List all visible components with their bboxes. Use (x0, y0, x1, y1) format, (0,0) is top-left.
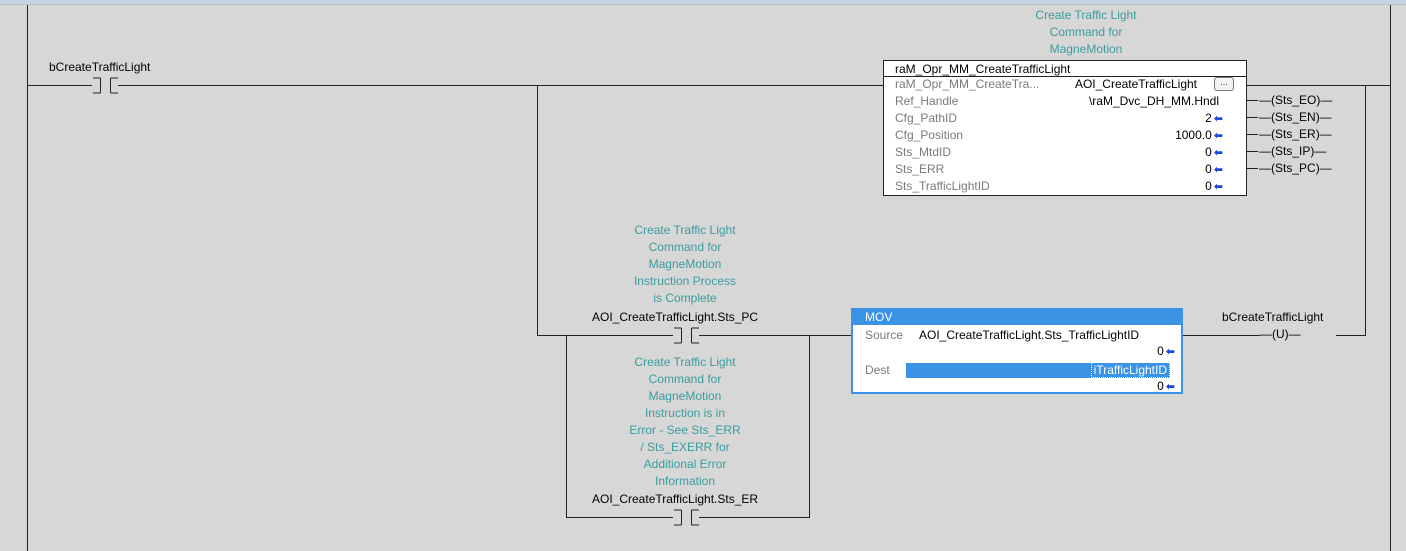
aoi-row-sts-trafficlightid[interactable]: Sts_TrafficLightID 0⬅ (895, 179, 1235, 195)
aoi-row-value[interactable]: 2⬅ (1205, 111, 1223, 125)
mov-instruction-block[interactable]: MOV Source AOI_CreateTrafficLight.Sts_Tr… (851, 308, 1183, 394)
aoi-row-sts-err[interactable]: Sts_ERR 0⬅ (895, 162, 1235, 178)
comment-line: MagneMotion (648, 389, 722, 403)
left-arrow-icon: ⬅ (1213, 130, 1223, 142)
aoi-instruction-name[interactable]: raM_Opr_MM_CreateTrafficLight (895, 62, 1071, 76)
aoi-comment-line: MagneMotion (1049, 42, 1123, 56)
left-arrow-icon: ⬅ (1165, 346, 1175, 358)
comment-line: MagneMotion (648, 257, 722, 271)
aoi-row-value[interactable]: 0⬅ (1205, 179, 1223, 193)
left-arrow-icon: ⬅ (1165, 381, 1175, 393)
aoi-row-value[interactable]: 0⬅ (1205, 145, 1223, 159)
left-arrow-icon: ⬅ (1213, 113, 1223, 125)
aoi-row-number: 1000.0 (1175, 128, 1212, 142)
aoi-row-label: Sts_ERR (895, 162, 945, 176)
aoi-row-value[interactable]: \raM_Dvc_DH_MM.Hndl (1088, 94, 1219, 108)
aoi-output-name: Sts_PC (1275, 161, 1316, 175)
aoi-row-cfg-pathid[interactable]: Cfg_PathID 2⬅ (895, 111, 1235, 127)
comment-line: Instruction Process (633, 274, 737, 288)
aoi-row-value[interactable]: 1000.0⬅ (1175, 128, 1223, 142)
aoi-row-sts-mtdid[interactable]: Sts_MtdID 0⬅ (895, 145, 1235, 161)
mov-dest-label: Dest (865, 363, 890, 377)
mov-dest-tag[interactable]: iTrafficLightID (1090, 362, 1170, 378)
aoi-instruction-block[interactable]: raM_Opr_MM_CreateTrafficLight raM_Opr_MM… (883, 60, 1247, 196)
main-contact-tag[interactable]: bCreateTrafficLight (49, 60, 151, 74)
left-arrow-icon: ⬅ (1213, 147, 1223, 159)
aoi-row-value[interactable]: AOI_CreateTrafficLight (1074, 77, 1197, 91)
aoi-comment-line: Create Traffic Light (1035, 8, 1137, 22)
main-contact-symbol (93, 77, 118, 94)
aoi-output-pin[interactable]: —(Sts_EO)— (1259, 93, 1333, 107)
aoi-output-name: Sts_EO (1275, 93, 1317, 107)
aoi-row-label: Cfg_PathID (895, 111, 958, 125)
aoi-output-pin[interactable]: —(Sts_PC)— (1259, 161, 1332, 175)
aoi-output-pin[interactable]: —(Sts_EN)— (1259, 110, 1332, 124)
left-arrow-icon: ⬅ (1213, 181, 1223, 193)
mov-dest-number: 0 (1157, 379, 1164, 393)
aoi-row-label: Cfg_Position (895, 128, 964, 142)
aoi-row-label: Sts_MtdID (895, 145, 952, 159)
comment-line: Command for (648, 372, 722, 386)
comment-line: Information (654, 474, 716, 488)
comment-line: / Sts_EXERR for (640, 440, 730, 454)
comment-line: Create Traffic Light (634, 355, 736, 369)
comment-line: Instruction is in (644, 406, 726, 420)
left-arrow-icon: ⬅ (1213, 164, 1223, 176)
aoi-output-pin[interactable]: —(Sts_IP)— (1259, 144, 1327, 158)
comment-line: Additional Error (643, 457, 727, 471)
aoi-row-number: 0 (1205, 162, 1212, 176)
unlatch-coil-letter: U (1276, 327, 1285, 341)
ellipsis-button[interactable]: ... (1214, 77, 1234, 91)
aoi-row-label: Sts_TrafficLightID (895, 179, 990, 193)
mov-source-label: Source (865, 328, 904, 342)
aoi-output-name: Sts_EN (1275, 110, 1316, 124)
comment-line: Create Traffic Light (634, 223, 736, 237)
er-contact-symbol (674, 509, 699, 526)
aoi-comment-line: Command for (1049, 25, 1123, 39)
comment-line: is Complete (653, 291, 717, 305)
aoi-row-number: 0 (1205, 145, 1212, 159)
aoi-output-name: Sts_ER (1275, 127, 1316, 141)
er-contact-comment: Create Traffic Light Command for MagneMo… (600, 354, 770, 490)
mov-dest-value: 0⬅ (1157, 379, 1175, 393)
pc-contact-comment: Create Traffic Light Command for MagneMo… (600, 222, 770, 307)
er-contact-tag[interactable]: AOI_CreateTrafficLight.Sts_ER (592, 492, 759, 506)
mov-title[interactable]: MOV (853, 310, 1181, 325)
aoi-output-pin[interactable]: —(Sts_ER)— (1259, 127, 1332, 141)
mov-source-value: 0⬅ (1157, 344, 1175, 358)
aoi-row-number: 2 (1205, 111, 1212, 125)
aoi-row-instance[interactable]: raM_Opr_MM_CreateTra... AOI_CreateTraffi… (895, 77, 1235, 93)
aoi-title-divider (884, 76, 1246, 77)
pc-contact-tag[interactable]: AOI_CreateTrafficLight.Sts_PC (592, 310, 759, 324)
mov-dest-field[interactable]: iTrafficLightID (906, 362, 1170, 378)
aoi-row-label: Ref_Handle (895, 94, 959, 108)
aoi-row-ref-handle[interactable]: Ref_Handle \raM_Dvc_DH_MM.Hndl (895, 94, 1235, 110)
aoi-row-value[interactable]: 0⬅ (1205, 162, 1223, 176)
aoi-comment: Create Traffic Light Command for MagneMo… (1010, 7, 1162, 58)
aoi-row-number: 0 (1205, 179, 1212, 193)
unlatch-coil-symbol[interactable]: —(U)— (1260, 327, 1301, 341)
mov-source-tag[interactable]: AOI_CreateTrafficLight.Sts_TrafficLightI… (919, 328, 1140, 342)
mov-source-number: 0 (1157, 344, 1164, 358)
aoi-output-name: Sts_IP (1275, 144, 1311, 158)
unlatch-coil-tag[interactable]: bCreateTrafficLight (1222, 310, 1324, 324)
pc-contact-symbol (674, 327, 699, 344)
comment-line: Error - See Sts_ERR (629, 423, 741, 437)
aoi-row-cfg-position[interactable]: Cfg_Position 1000.0⬅ (895, 128, 1235, 144)
comment-line: Command for (648, 240, 722, 254)
aoi-row-label: raM_Opr_MM_CreateTra... (895, 77, 1040, 91)
